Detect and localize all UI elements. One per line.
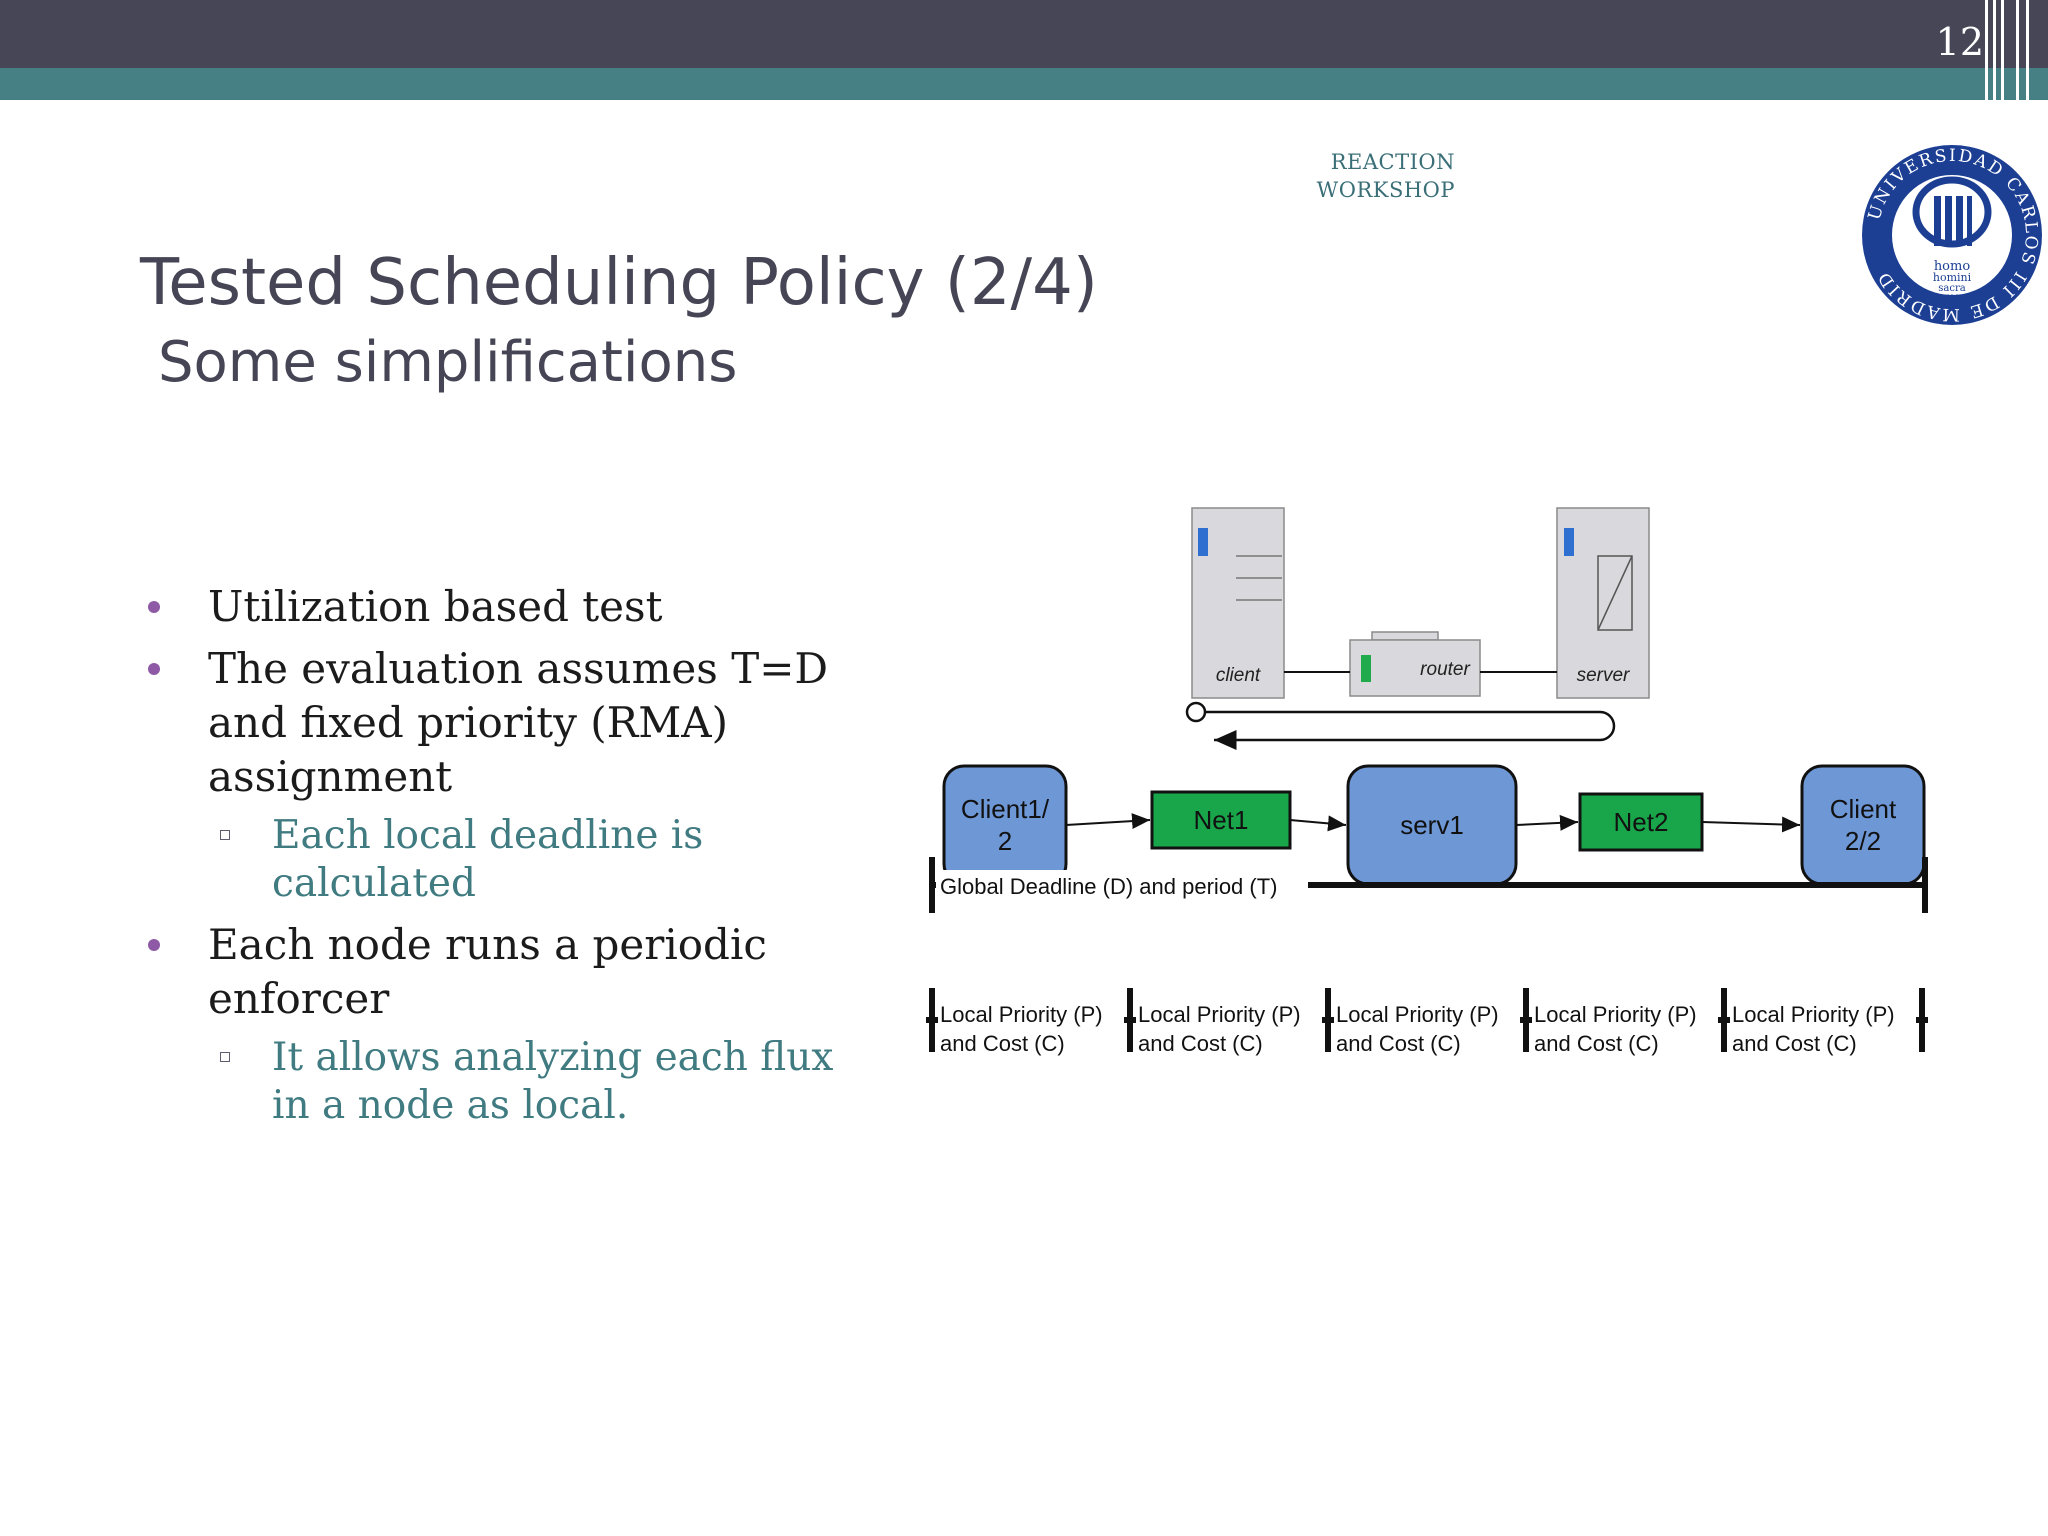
client-part1-node-label: Client1/: [961, 794, 1050, 824]
client-part2-node: [1800, 764, 1926, 886]
bullet-text: The evaluation assumes T=D and fixed pri…: [208, 644, 829, 801]
net2-node: [1578, 792, 1704, 852]
bullet-dot: [148, 601, 160, 613]
local-segments: Local Priority (P) and Cost (C) Local Prio…: [926, 988, 1928, 1056]
seal-motto: sacra: [1938, 283, 1965, 294]
header-accent-bar: [0, 68, 2048, 100]
bullet-text: Utilization based test: [208, 582, 663, 631]
global-deadline-label: Global Deadline (D) and period (T): [940, 874, 1278, 899]
seal-column: [1967, 196, 1972, 246]
header-accent-stripe: [1212, 124, 1652, 134]
client-part1-node: [942, 764, 1068, 886]
server-panel: [1597, 555, 1633, 631]
router-status-light: [1361, 655, 1371, 682]
bullet-item: Utilization based test: [148, 580, 868, 634]
client-device-label: client: [1216, 665, 1261, 686]
sub-bullet-marker: [220, 830, 230, 840]
flow-arrow: [1701, 816, 1801, 833]
seal-motto: homini: [1933, 271, 1972, 284]
bullet-text: Each node runs a periodic enforcer: [208, 920, 767, 1023]
local-segment-label: and Cost (C): [1138, 1031, 1263, 1056]
local-segment-label: Local Priority (P): [940, 1002, 1103, 1027]
net2-node-label: Net2: [1614, 807, 1669, 837]
workshop-label: REACTION WORKSHOP: [1310, 148, 1455, 204]
sub-bullet-text: Each local deadline is calculated: [272, 813, 704, 906]
local-segment-label: Local Priority (P): [1732, 1002, 1895, 1027]
bullet-dot: [148, 663, 160, 675]
flow-arrow: [1515, 814, 1579, 831]
header-divider: [2001, 0, 2004, 138]
net1-node: [1150, 790, 1292, 850]
header-accent-stripe: [0, 100, 1212, 140]
loop-start-marker: [1185, 701, 1207, 723]
header-divider: [1985, 0, 1988, 138]
bullet-item: Each node runs a periodic enforcer: [148, 918, 868, 1026]
router-device: router: [1349, 631, 1481, 697]
seal-column: [1945, 196, 1952, 246]
seal-motto: res: [1944, 292, 1960, 303]
client-device: client: [1191, 507, 1285, 699]
client-part2-node-label: 2/2: [1845, 826, 1881, 856]
slide-title: Tested Scheduling Policy (2/4): [140, 246, 1098, 320]
slide-subtitle: Some simplifications: [158, 330, 738, 395]
server-status-light: [1564, 528, 1574, 556]
router-body: [1349, 639, 1481, 697]
client-status-light: [1198, 528, 1208, 556]
server-device-label: server: [1577, 665, 1630, 686]
server-device: server: [1556, 507, 1650, 699]
flow-arrow: [1065, 813, 1151, 830]
serv1-node-label: serv1: [1400, 810, 1464, 840]
workshop-line: REACTION: [1330, 150, 1455, 174]
local-segment-label: and Cost (C): [1534, 1031, 1659, 1056]
sub-bullet-text: It allows analyzing each flux in a node …: [272, 1035, 834, 1128]
local-segment-label: and Cost (C): [1336, 1031, 1461, 1056]
header-bar: [0, 0, 2048, 68]
header-divider: [2026, 0, 2029, 138]
bullet-list: Utilization based test The evaluation as…: [148, 580, 868, 1140]
bullet-dot: [148, 939, 160, 951]
header-divider: [2016, 0, 2019, 138]
router-device-label: router: [1420, 659, 1470, 680]
seal-motto: homo: [1934, 259, 1971, 274]
university-seal: UNIVERSIDAD CARLOS III DE MADRID homo ho…: [1862, 145, 2042, 325]
sub-bullet-marker: [220, 1052, 230, 1062]
page-number: 12: [1935, 20, 1984, 64]
local-segment-label: and Cost (C): [1732, 1031, 1857, 1056]
local-segment-label: Local Priority (P): [1138, 1002, 1301, 1027]
seal-column: [1956, 196, 1963, 246]
router-antenna-bar: [1371, 631, 1439, 641]
seal-column: [1934, 196, 1941, 246]
local-segment-label: Local Priority (P): [1534, 1002, 1697, 1027]
server-panel-diagonal: [1597, 555, 1633, 631]
header-divider: [1993, 0, 1996, 138]
flow-diagram: client router server Client1/2 Net1 serv1 N…: [926, 507, 1928, 1056]
bullet-item: The evaluation assumes T=D and fixed pri…: [148, 642, 868, 804]
workshop-line: WORKSHOP: [1316, 178, 1455, 202]
local-segment-label: Local Priority (P): [1336, 1002, 1499, 1027]
local-segment-label: and Cost (C): [940, 1031, 1065, 1056]
global-deadline-label-bg: [936, 870, 1308, 900]
round-trip-arrow: [1196, 710, 1616, 750]
client-part2-node-label: Client: [1830, 794, 1897, 824]
sub-bullet-item: Each local deadline is calculated: [148, 812, 868, 908]
header-accent-stripe: [1212, 110, 1896, 117]
net1-node-label: Net1: [1194, 805, 1249, 835]
sub-bullet-item: It allows analyzing each flux in a node …: [148, 1034, 868, 1130]
flow-arrow: [1289, 815, 1347, 832]
client-part1-node-label: 2: [998, 826, 1012, 856]
